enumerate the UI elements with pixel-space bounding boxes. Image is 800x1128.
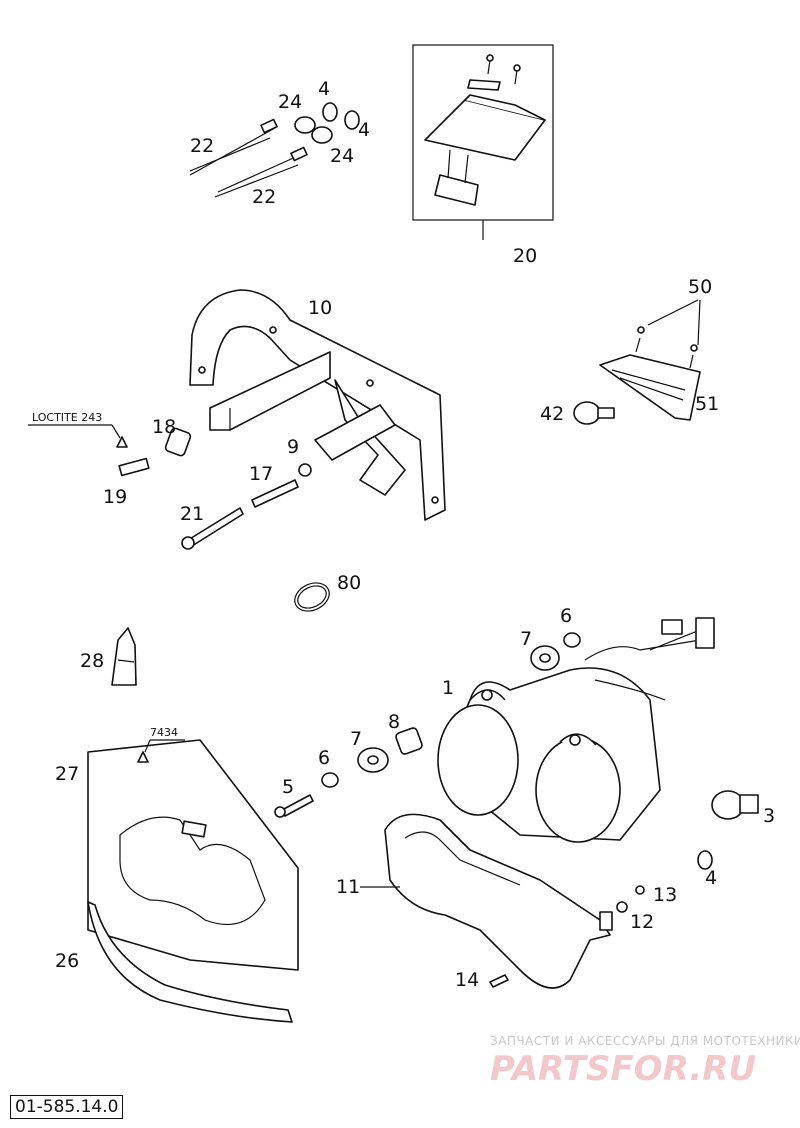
callout-21: 21 (180, 503, 204, 525)
part-22-wire-a (189, 127, 276, 176)
headlight-connector-b (695, 617, 715, 649)
callout-6-top: 6 (560, 605, 572, 627)
callout-18: 18 (152, 416, 176, 438)
callout-10: 10 (308, 297, 332, 319)
callout-28: 28 (80, 650, 104, 672)
watermark-brand: PARTSFOR.RU (490, 1049, 756, 1089)
part-51-tail-lens (599, 354, 701, 421)
part-28-tube: 28 (80, 627, 137, 686)
callout-12: 12 (630, 911, 654, 933)
callout-19: 19 (103, 486, 127, 508)
part-6-washer-bottom (321, 772, 339, 788)
part-5-screw (281, 794, 314, 817)
headlight-bulbs-group: 3 4 (697, 790, 775, 889)
part-18-spacer (164, 427, 192, 457)
part-17-spring (251, 479, 299, 508)
part-20-bracket (434, 174, 479, 206)
callout-7-top: 7 (520, 628, 532, 650)
headlight-lens-left (437, 704, 519, 816)
part-22-wire-b (214, 164, 299, 198)
part-42-bulb (573, 401, 601, 425)
callout-4-right: 4 (705, 867, 717, 889)
callout-50: 50 (688, 276, 712, 298)
fastener-group-upper: LOCTITE 243 19 18 9 17 21 (28, 411, 312, 550)
callout-8: 8 (388, 711, 400, 733)
part-6-washer-top (563, 632, 581, 648)
part-27-mask: 7434 27 (55, 726, 299, 971)
part-11-gasket: 11 12 13 14 (336, 813, 677, 991)
callout-13: 13 (653, 884, 677, 906)
part-24-socket-a (294, 116, 316, 134)
callout-3: 3 (763, 805, 775, 827)
callout-80: 80 (337, 572, 361, 594)
callout-24-top: 24 (278, 91, 302, 113)
part-9-washer (298, 463, 312, 477)
wire-harness-group: 22 22 24 4 4 24 (189, 78, 370, 208)
diagram-reference-code: 01-585.14.0 (10, 1095, 124, 1119)
callout-20: 20 (513, 245, 537, 267)
callout-6-bottom: 6 (318, 747, 330, 769)
part-13-nut (635, 885, 645, 895)
tail-light-group: 50 51 42 (540, 276, 719, 425)
headlight-lens-right (535, 737, 621, 843)
part-14-screw (489, 974, 509, 988)
part-80-clip: 80 (294, 572, 361, 612)
callout-11: 11 (336, 876, 360, 898)
callout-42: 42 (540, 403, 564, 425)
part-12-bracket (599, 911, 613, 931)
part-24-socket-b (311, 126, 333, 144)
part-1-headlight: 1 (437, 617, 715, 843)
watermark: ЗАПЧАСТИ И АКСЕССУАРЫ ДЛЯ МОТОТЕХНИКИ PA… (490, 1034, 800, 1089)
part-4-bulb-a (322, 102, 338, 122)
callout-1: 1 (442, 677, 454, 699)
adhesive-drop-icon (137, 751, 149, 763)
part-10-frame-bracket: 10 (189, 289, 446, 521)
callout-27: 27 (55, 763, 79, 785)
callout-7-bottom: 7 (350, 728, 362, 750)
callout-17: 17 (249, 463, 273, 485)
part-4-bulb-c (697, 850, 713, 870)
part-12-washer (616, 901, 628, 913)
note-7434: 7434 (150, 726, 178, 739)
callout-14: 14 (455, 969, 479, 991)
part-26-shield: 26 (55, 901, 293, 1023)
part-19-screw (118, 457, 150, 477)
callout-5: 5 (282, 776, 294, 798)
part-20-cover (424, 99, 546, 161)
callout-4-top: 4 (318, 78, 330, 100)
callout-24-bottom: 24 (330, 145, 354, 167)
note-loctite: LOCTITE 243 (32, 411, 102, 424)
callout-9: 9 (287, 436, 299, 458)
part-20-cover-lip (464, 94, 546, 121)
callout-51: 51 (695, 393, 719, 415)
callout-26: 26 (55, 950, 79, 972)
part-20-rear-cover-group: 20 (412, 44, 554, 267)
watermark-tagline: ЗАПЧАСТИ И АКСЕССУАРЫ ДЛЯ МОТОТЕХНИКИ (490, 1034, 800, 1048)
headlight-connector-a (661, 619, 683, 635)
callout-22-bottom: 22 (252, 186, 276, 208)
callout-22-top: 22 (190, 135, 214, 157)
part-8-spacer (395, 727, 423, 755)
callout-4-mid: 4 (358, 119, 370, 141)
part-4-bulb-b (344, 110, 360, 130)
part-20-strip (467, 79, 501, 91)
fastener-group-lower: 7 6 8 7 6 5 (274, 605, 581, 818)
loctite-drop-icon (116, 436, 128, 448)
